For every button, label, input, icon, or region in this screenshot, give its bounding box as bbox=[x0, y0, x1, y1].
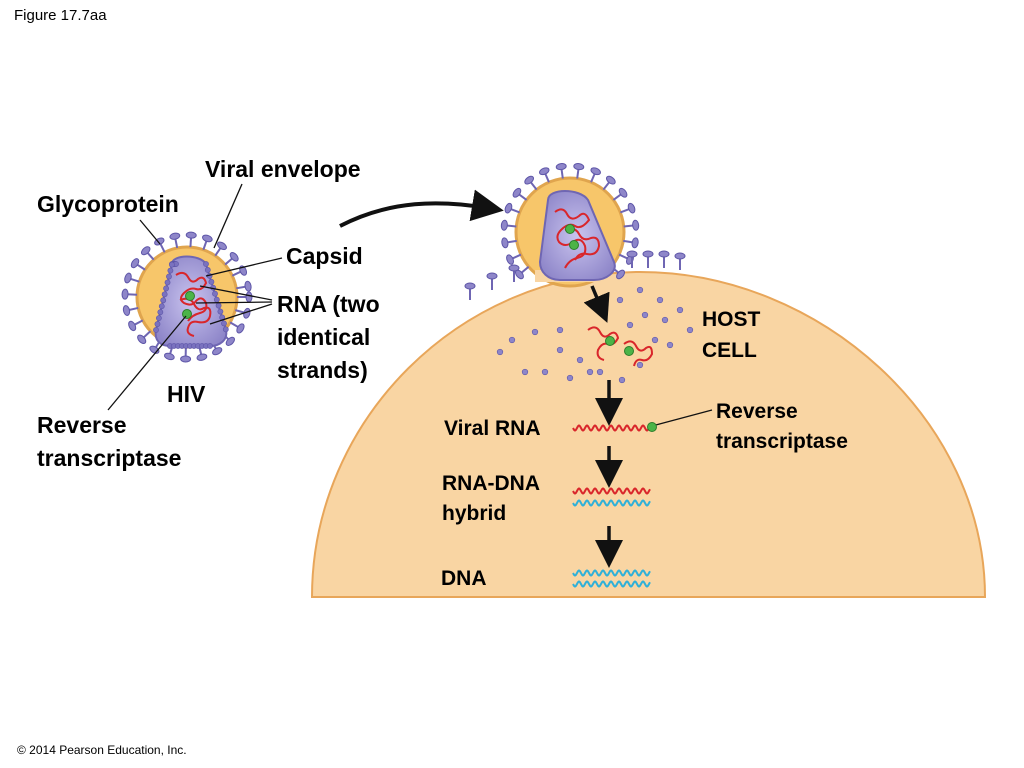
rt-label-line1: Reverse bbox=[37, 412, 127, 438]
bud-capsid bbox=[538, 190, 616, 281]
dna-strand-1 bbox=[572, 569, 651, 577]
membrane-glycoproteins bbox=[464, 250, 686, 300]
hybrid-rna-strand bbox=[572, 487, 651, 495]
viral-rna-strand bbox=[572, 424, 651, 432]
released-rna bbox=[587, 326, 654, 367]
copyright: © 2014 Pearson Education, Inc. bbox=[17, 743, 187, 757]
figure-label: Figure 17.7aa bbox=[14, 7, 107, 24]
budding-virion bbox=[500, 163, 640, 288]
released-capsid-proteins bbox=[496, 286, 694, 384]
hiv-glycoproteins bbox=[121, 231, 253, 363]
dna-label: DNA bbox=[441, 567, 487, 590]
hybrid-label-line1: RNA-DNA bbox=[442, 472, 540, 495]
entry-arrow bbox=[339, 189, 504, 228]
viral-rna-label: Viral RNA bbox=[444, 417, 540, 440]
host-cell bbox=[310, 270, 987, 598]
viral-envelope-label: Viral envelope bbox=[205, 156, 361, 182]
leader-lines bbox=[107, 183, 713, 427]
glycoprotein-label: Glycoprotein bbox=[37, 191, 179, 217]
hybrid-dna-strand bbox=[572, 499, 651, 507]
host-cell-label-line1: HOST bbox=[702, 308, 761, 331]
hybrid-label-line2: hybrid bbox=[442, 502, 506, 525]
host-rt-label-line1: Reverse bbox=[716, 400, 798, 423]
dna-strand-2 bbox=[572, 580, 651, 588]
rt-label-line2: transcriptase bbox=[37, 445, 181, 471]
rna-label-line2: identical bbox=[277, 324, 370, 350]
rna-label-line3: strands) bbox=[277, 357, 368, 383]
rna-label-line1: RNA (two bbox=[277, 291, 380, 317]
capsid-proteins bbox=[153, 261, 229, 349]
process-arrows bbox=[583, 285, 623, 568]
reverse-transcriptase-enzyme bbox=[647, 422, 657, 432]
host-rt-label-line2: transcriptase bbox=[716, 430, 848, 453]
capsid-label: Capsid bbox=[286, 243, 363, 269]
hiv-label: HIV bbox=[167, 381, 206, 407]
host-cell-label-line2: CELL bbox=[702, 339, 757, 362]
hiv-virion bbox=[121, 231, 253, 363]
